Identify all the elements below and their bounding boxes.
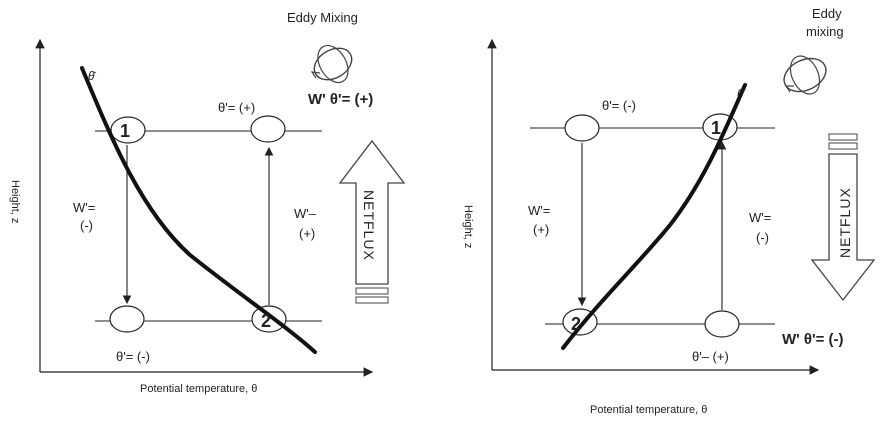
right-y-axis-label: Height, z — [462, 205, 474, 248]
left-theta-bottom-label: θ'= (-) — [116, 349, 150, 364]
left-w-right-line1: W'– — [294, 206, 317, 221]
right-eddy-swirl-icon — [783, 55, 827, 95]
right-w-left-line1: W'= — [528, 203, 550, 218]
right-theta-top-label: θ'= (-) — [602, 98, 636, 113]
right-w-right-line2: (-) — [756, 230, 769, 245]
right-mixing-title-line2: mixing — [806, 24, 844, 39]
left-x-axis-label: Potential temperature, θ — [140, 383, 257, 395]
right-netflux-label: NETFLUX — [837, 187, 853, 258]
right-theta-profile-curve — [561, 83, 747, 350]
right-w-right-line1: W'= — [749, 210, 771, 225]
left-theta-profile-curve — [80, 66, 317, 354]
right-panel: Height, z Potential temperature, θ θ̄ 1 … — [462, 6, 876, 416]
left-netflux-label: NETFLUX — [361, 190, 377, 261]
right-mixing-title-line1: Eddy — [812, 6, 842, 21]
right-point-1-label: 1 — [711, 118, 721, 138]
right-parcel-bottom-right — [704, 310, 740, 338]
left-flux-equation: W' θ'= (+) — [308, 91, 373, 108]
right-flux-equation: W' θ'= (-) — [782, 331, 843, 348]
left-theta-top-label: θ'= (+) — [218, 100, 255, 115]
left-y-axis-label: Height, z — [9, 180, 21, 223]
left-panel: Height, z Potential temperature, θ θ̄ 1 … — [9, 10, 406, 395]
left-point-1-label: 1 — [120, 121, 130, 141]
right-axes — [487, 38, 820, 375]
left-netflux-up-arrow — [338, 139, 406, 304]
left-curve-label: θ̄ — [88, 69, 97, 83]
left-w-left-line1: W'= — [73, 200, 95, 215]
right-w-left-line2: (+) — [533, 222, 549, 237]
left-w-right-line2: (+) — [299, 226, 315, 241]
left-parcel-bottom-left — [109, 305, 145, 333]
left-mixing-title: Eddy Mixing — [287, 10, 358, 25]
right-parcel-top-left — [564, 114, 600, 142]
left-parcel-top-right — [250, 115, 286, 143]
left-eddy-swirl-icon — [310, 44, 353, 84]
left-parcel-2 — [251, 305, 287, 333]
right-netflux-down-arrow — [810, 133, 876, 302]
right-x-axis-label: Potential temperature, θ — [590, 404, 707, 416]
left-w-left-line2: (-) — [80, 218, 93, 233]
right-curve-label: θ̄ — [737, 87, 746, 101]
right-point-2-label: 2 — [571, 314, 581, 334]
left-axes — [35, 38, 374, 377]
left-point-2-label: 2 — [261, 311, 271, 331]
left-parcel-1 — [110, 116, 146, 144]
right-theta-bottom-label: θ'– (+) — [692, 349, 729, 364]
